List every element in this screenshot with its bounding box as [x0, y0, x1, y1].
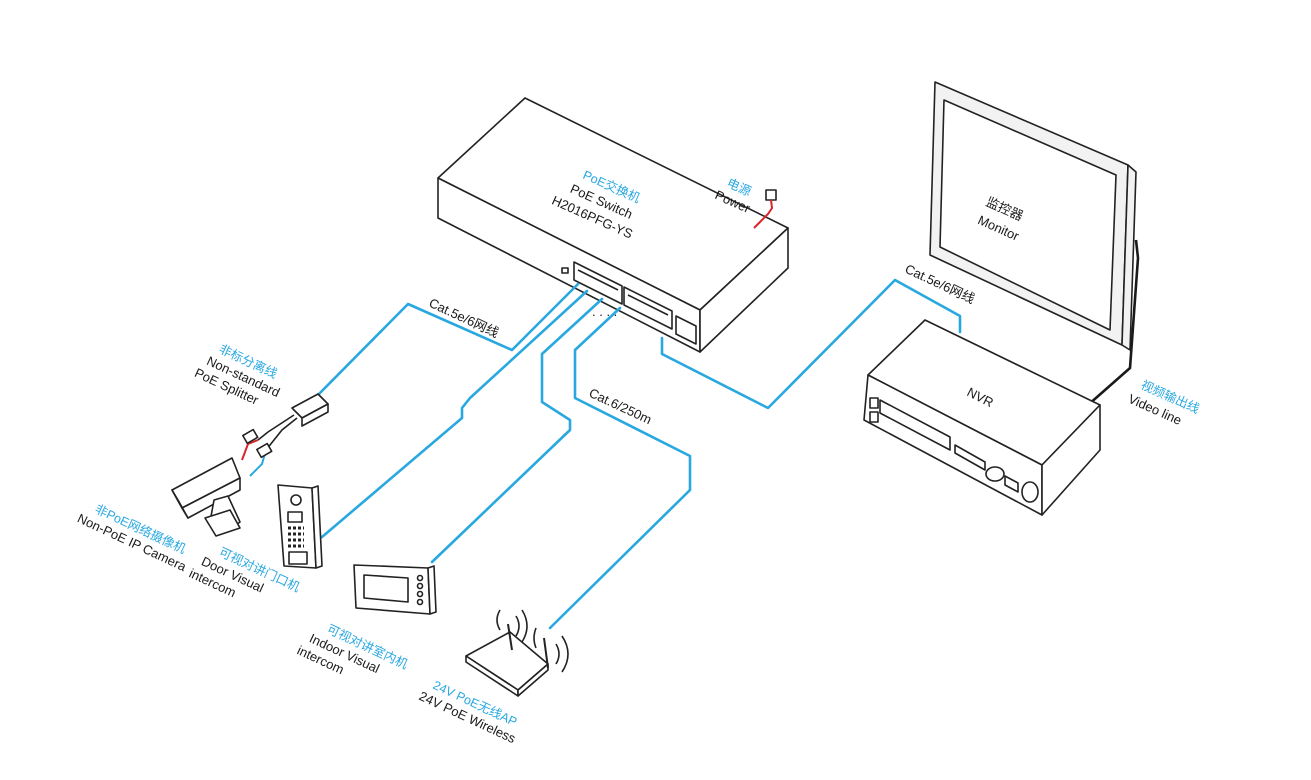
power-cable	[753, 199, 774, 229]
monitor	[929, 81, 1137, 351]
door-intercom	[277, 484, 323, 569]
poe-splitter	[241, 393, 329, 477]
cable-splitter	[313, 282, 580, 400]
indoor-intercom	[353, 564, 437, 615]
cable-door-intercom	[320, 289, 589, 539]
poe-switch	[437, 97, 789, 353]
cable-wireless-ap	[548, 306, 692, 630]
cable-indoor-intercom	[430, 297, 604, 564]
wireless-ap	[465, 609, 569, 697]
ip-camera	[171, 457, 241, 537]
nvr	[863, 319, 1101, 516]
video-line-cable	[1087, 239, 1140, 406]
cable-nvr	[660, 278, 962, 410]
